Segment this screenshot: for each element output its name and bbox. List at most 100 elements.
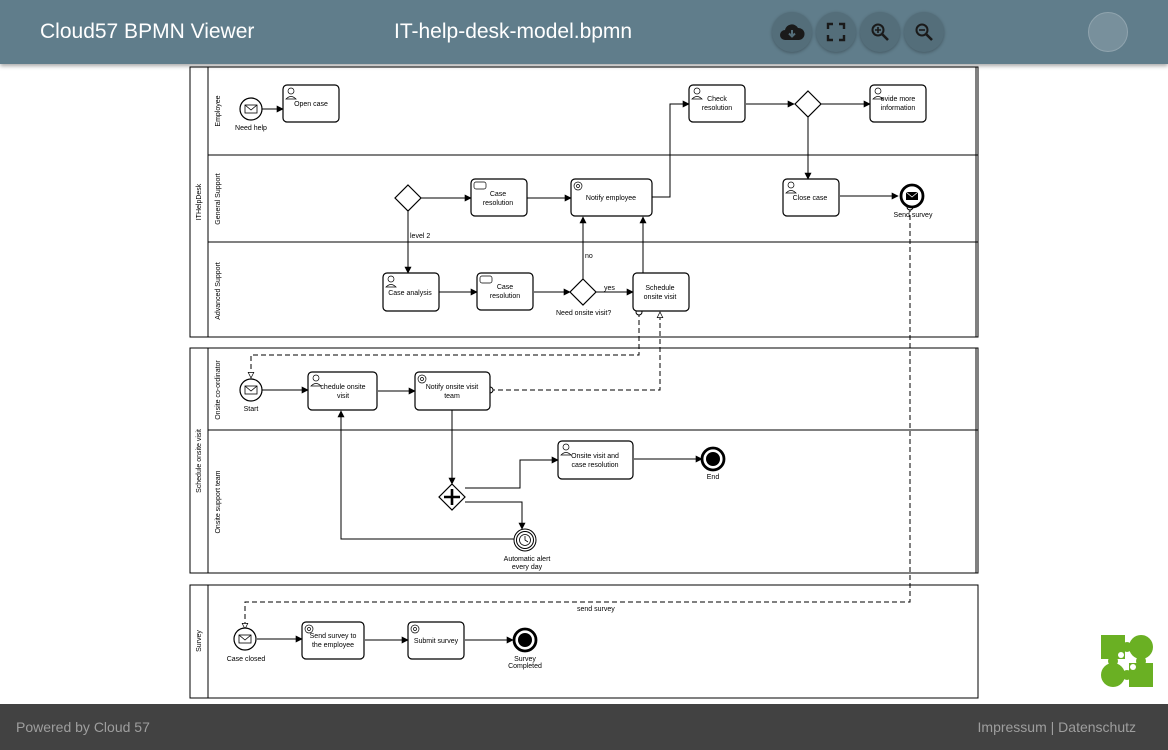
task-check-resolution[interactable] xyxy=(688,84,746,123)
pool-label-survey: Survey xyxy=(196,630,203,652)
datenschutz-link[interactable]: Datenschutz xyxy=(1058,719,1136,735)
task-case-resolution-advanced[interactable] xyxy=(476,272,534,311)
start-event-need-help[interactable] xyxy=(239,97,263,121)
footer-separator: | xyxy=(1050,719,1055,735)
task-label: Schedule xyxy=(645,285,674,292)
message-flow xyxy=(490,312,660,391)
task-send-survey-employee[interactable] xyxy=(301,621,365,660)
gateway-level[interactable] xyxy=(394,184,422,212)
task-notify-employee[interactable] xyxy=(570,178,653,217)
lane-label-onsite-coordinator: Onsite co-ordinator xyxy=(215,360,222,420)
task-label: chedule onsite xyxy=(320,384,365,391)
event-label: Survey xyxy=(514,656,536,663)
flow-label-level2: level 2 xyxy=(410,233,430,240)
task-label: Case xyxy=(490,191,506,198)
task-label: ovide more xyxy=(881,96,916,103)
user-task-icon xyxy=(310,374,322,387)
user-avatar[interactable] xyxy=(1088,12,1128,52)
task-label: resolution xyxy=(483,200,513,207)
event-label: End xyxy=(707,474,720,481)
task-label: Case analysis xyxy=(388,290,432,297)
task-submit-survey[interactable] xyxy=(407,621,465,660)
envelope-icon xyxy=(238,634,252,644)
task-label: onsite visit xyxy=(644,294,677,301)
top-bar: Cloud57 BPMN Viewer IT-help-desk-model.b… xyxy=(0,0,1168,64)
task-label: Submit survey xyxy=(414,638,459,645)
task-label: case resolution xyxy=(571,462,618,469)
task-label: Onsite visit and xyxy=(571,453,619,460)
flow xyxy=(465,501,526,530)
task-schedule-onsite-visit-advanced[interactable] xyxy=(632,272,690,312)
task-schedule-onsite-visit[interactable] xyxy=(307,371,378,411)
task-open-case[interactable] xyxy=(282,84,340,123)
flow-label-send-survey: send survey xyxy=(577,606,615,613)
task-label: Notify onsite visit xyxy=(426,384,479,391)
end-event-fill xyxy=(518,633,532,647)
clock-icon xyxy=(519,534,531,546)
envelope-filled-icon xyxy=(905,191,919,200)
fullscreen-button[interactable] xyxy=(816,12,856,52)
event-label: Completed xyxy=(508,663,542,670)
pool-survey[interactable] xyxy=(189,584,979,699)
task-case-resolution-general[interactable] xyxy=(470,178,528,217)
task-close-case[interactable] xyxy=(782,178,840,217)
lane-label-employee: Employee xyxy=(215,95,222,126)
task-onsite-visit-case-resolution[interactable] xyxy=(557,440,634,480)
event-label: Case closed xyxy=(227,656,266,663)
lane-label-advanced-support: Advanced Support xyxy=(215,262,222,320)
gateway-check[interactable] xyxy=(794,90,822,118)
task-label: information xyxy=(881,105,916,112)
lane-label-onsite-support-team: Onsite support team xyxy=(215,470,222,533)
zoom-in-icon xyxy=(871,23,889,41)
service-task-icon xyxy=(573,181,583,191)
service-task-icon xyxy=(304,624,314,634)
start-event-start[interactable] xyxy=(239,378,263,402)
task-label: the employee xyxy=(312,642,354,649)
envelope-icon xyxy=(244,104,258,114)
user-task-icon xyxy=(560,443,572,456)
message-flow xyxy=(245,207,911,629)
flow-label-no: no xyxy=(585,253,593,260)
task-label: resolution xyxy=(490,293,520,300)
manual-task-icon xyxy=(479,275,493,284)
service-task-icon xyxy=(417,374,427,384)
download-button[interactable] xyxy=(772,12,812,52)
task-notify-onsite-visit-team[interactable] xyxy=(414,371,491,411)
event-label: every day xyxy=(512,564,543,571)
end-event-fill xyxy=(706,452,720,466)
app-title: Cloud57 BPMN Viewer xyxy=(40,20,255,43)
user-task-icon xyxy=(872,87,884,100)
zoom-in-button[interactable] xyxy=(860,12,900,52)
task-label: resolution xyxy=(702,105,732,112)
gateway-need-onsite-visit[interactable] xyxy=(569,278,597,306)
event-label: Automatic alert xyxy=(504,556,551,563)
event-label: Need help xyxy=(235,125,267,132)
pool-ithelpdesk[interactable] xyxy=(189,66,979,338)
task-label: Close case xyxy=(793,195,828,202)
flow xyxy=(337,410,514,540)
envelope-icon xyxy=(244,385,258,395)
task-label: Case xyxy=(497,284,513,291)
message-flow xyxy=(251,312,640,378)
flow xyxy=(652,100,690,198)
task-label: team xyxy=(444,393,460,400)
zoom-out-button[interactable] xyxy=(904,12,944,52)
bpmn-diagram[interactable]: ITHelpDesk Schedule onsite visit Survey … xyxy=(0,64,1168,704)
task-provide-more-information[interactable] xyxy=(869,84,927,123)
footer-links: Impressum | Datenschutz xyxy=(978,719,1136,735)
task-label: Open case xyxy=(294,101,328,108)
task-label: Send survey to xyxy=(310,633,357,640)
fullscreen-icon xyxy=(826,22,846,42)
pool-label-schedule: Schedule onsite visit xyxy=(196,429,203,493)
file-name: IT-help-desk-model.bpmn xyxy=(394,20,633,43)
cloud-download-icon xyxy=(780,24,805,40)
impressum-link[interactable]: Impressum xyxy=(977,719,1047,735)
task-case-analysis[interactable] xyxy=(382,272,440,312)
start-event-case-closed[interactable] xyxy=(233,627,257,651)
service-task-icon xyxy=(410,624,420,634)
cloud57-logo xyxy=(1101,635,1153,687)
parallel-plus-icon xyxy=(444,489,460,505)
user-task-icon xyxy=(285,87,297,100)
task-label: Notify employee xyxy=(586,195,636,202)
pool-schedule-onsite-visit[interactable] xyxy=(189,347,979,574)
